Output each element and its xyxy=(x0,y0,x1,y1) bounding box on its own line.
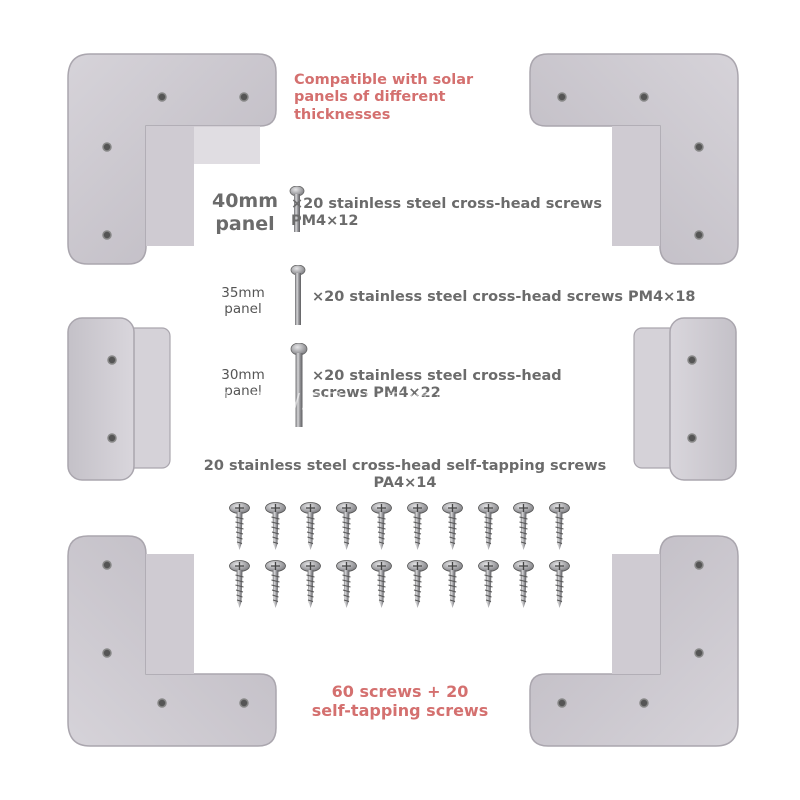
self-tapping-screw-icon xyxy=(264,560,286,608)
total-line-1: 60 screws + 20 xyxy=(331,682,469,701)
panel-40-label: 40mm panel xyxy=(205,190,285,236)
panel-30-desc-line-2: screws PM4×22 xyxy=(312,385,441,402)
machine-screw-22-icon xyxy=(290,343,308,427)
panel-40-size: 40mm xyxy=(211,190,279,212)
self-tapping-title: 20 stainless steel cross-head self-tappi… xyxy=(150,458,660,493)
corner-bracket-bottom-left xyxy=(67,535,277,747)
self-tapping-screw-icon xyxy=(477,560,499,608)
self-tapping-screw-icon xyxy=(513,560,534,608)
self-tapping-screw-icon xyxy=(371,502,392,550)
self-tapping-screw-icon xyxy=(442,502,463,550)
self-tapping-screw-icon xyxy=(548,560,570,608)
total-line-2: self-tapping screws xyxy=(311,701,489,721)
straight-bracket-right xyxy=(633,317,737,481)
self-tapping-line-1: 20 stainless steel cross-head self-tappi… xyxy=(203,458,607,474)
panel-30-unit: panel xyxy=(224,383,262,400)
panel-30-size: 30mm xyxy=(221,367,265,383)
self-tapping-screw-icon xyxy=(229,560,250,608)
self-tapping-screw-icon xyxy=(442,560,463,608)
panel-40-desc-line-2: PM4×12 xyxy=(291,213,359,230)
machine-screw-18-icon xyxy=(290,265,306,325)
panel-35-label: 35mm panel xyxy=(205,285,281,317)
self-tapping-screw-icon xyxy=(300,502,321,550)
corner-bracket-top-right xyxy=(529,53,739,265)
panel-40-desc: ×20 stainless steel cross-head screws PM… xyxy=(291,196,602,231)
panel-30-desc-line-1: ×20 stainless steel cross-head xyxy=(312,368,562,384)
panel-30-desc: ×20 stainless steel cross-head screws PM… xyxy=(312,368,562,403)
compatibility-line-2: panels of different xyxy=(294,89,446,106)
panel-35-size: 35mm xyxy=(221,285,265,301)
panel-35-unit: panel xyxy=(224,301,262,318)
self-tapping-screw-icon xyxy=(513,502,534,550)
self-tapping-screw-icon xyxy=(335,502,357,550)
self-tapping-screw-row-2 xyxy=(228,560,571,610)
self-tapping-screw-row-1 xyxy=(228,502,571,552)
self-tapping-screw-icon xyxy=(264,502,286,550)
watermark: 厦门一兴源/厦门一兴源/厦门一兴源/厦门一兴源 xyxy=(188,389,632,413)
compatibility-line-1: Compatible with solar xyxy=(294,72,474,88)
machine-screw-12-icon xyxy=(289,186,305,232)
self-tapping-screw-icon xyxy=(229,502,250,550)
corner-bracket-bottom-right xyxy=(529,535,739,747)
self-tapping-screw-icon xyxy=(548,502,570,550)
self-tapping-screw-icon xyxy=(371,560,392,608)
panel-40-desc-line-1: ×20 stainless steel cross-head screws xyxy=(291,196,602,212)
corner-bracket-top-left xyxy=(67,53,277,265)
compatibility-note: Compatible with solar panels of differen… xyxy=(294,72,473,124)
self-tapping-screw-icon xyxy=(300,560,321,608)
panel-40-unit: panel xyxy=(215,212,275,235)
self-tapping-screw-icon xyxy=(335,560,357,608)
total-summary: 60 screws + 20 self-tapping screws xyxy=(290,682,510,720)
panel-35-desc: ×20 stainless steel cross-head screws PM… xyxy=(312,289,696,305)
self-tapping-screw-icon xyxy=(406,502,428,550)
panel-30-label: 30mm panel xyxy=(205,367,281,399)
compatibility-line-3: thicknesses xyxy=(294,106,391,123)
self-tapping-line-2: PA4×14 xyxy=(373,475,437,492)
straight-bracket-left xyxy=(67,317,171,481)
self-tapping-screw-icon xyxy=(406,560,428,608)
self-tapping-screw-icon xyxy=(477,502,499,550)
